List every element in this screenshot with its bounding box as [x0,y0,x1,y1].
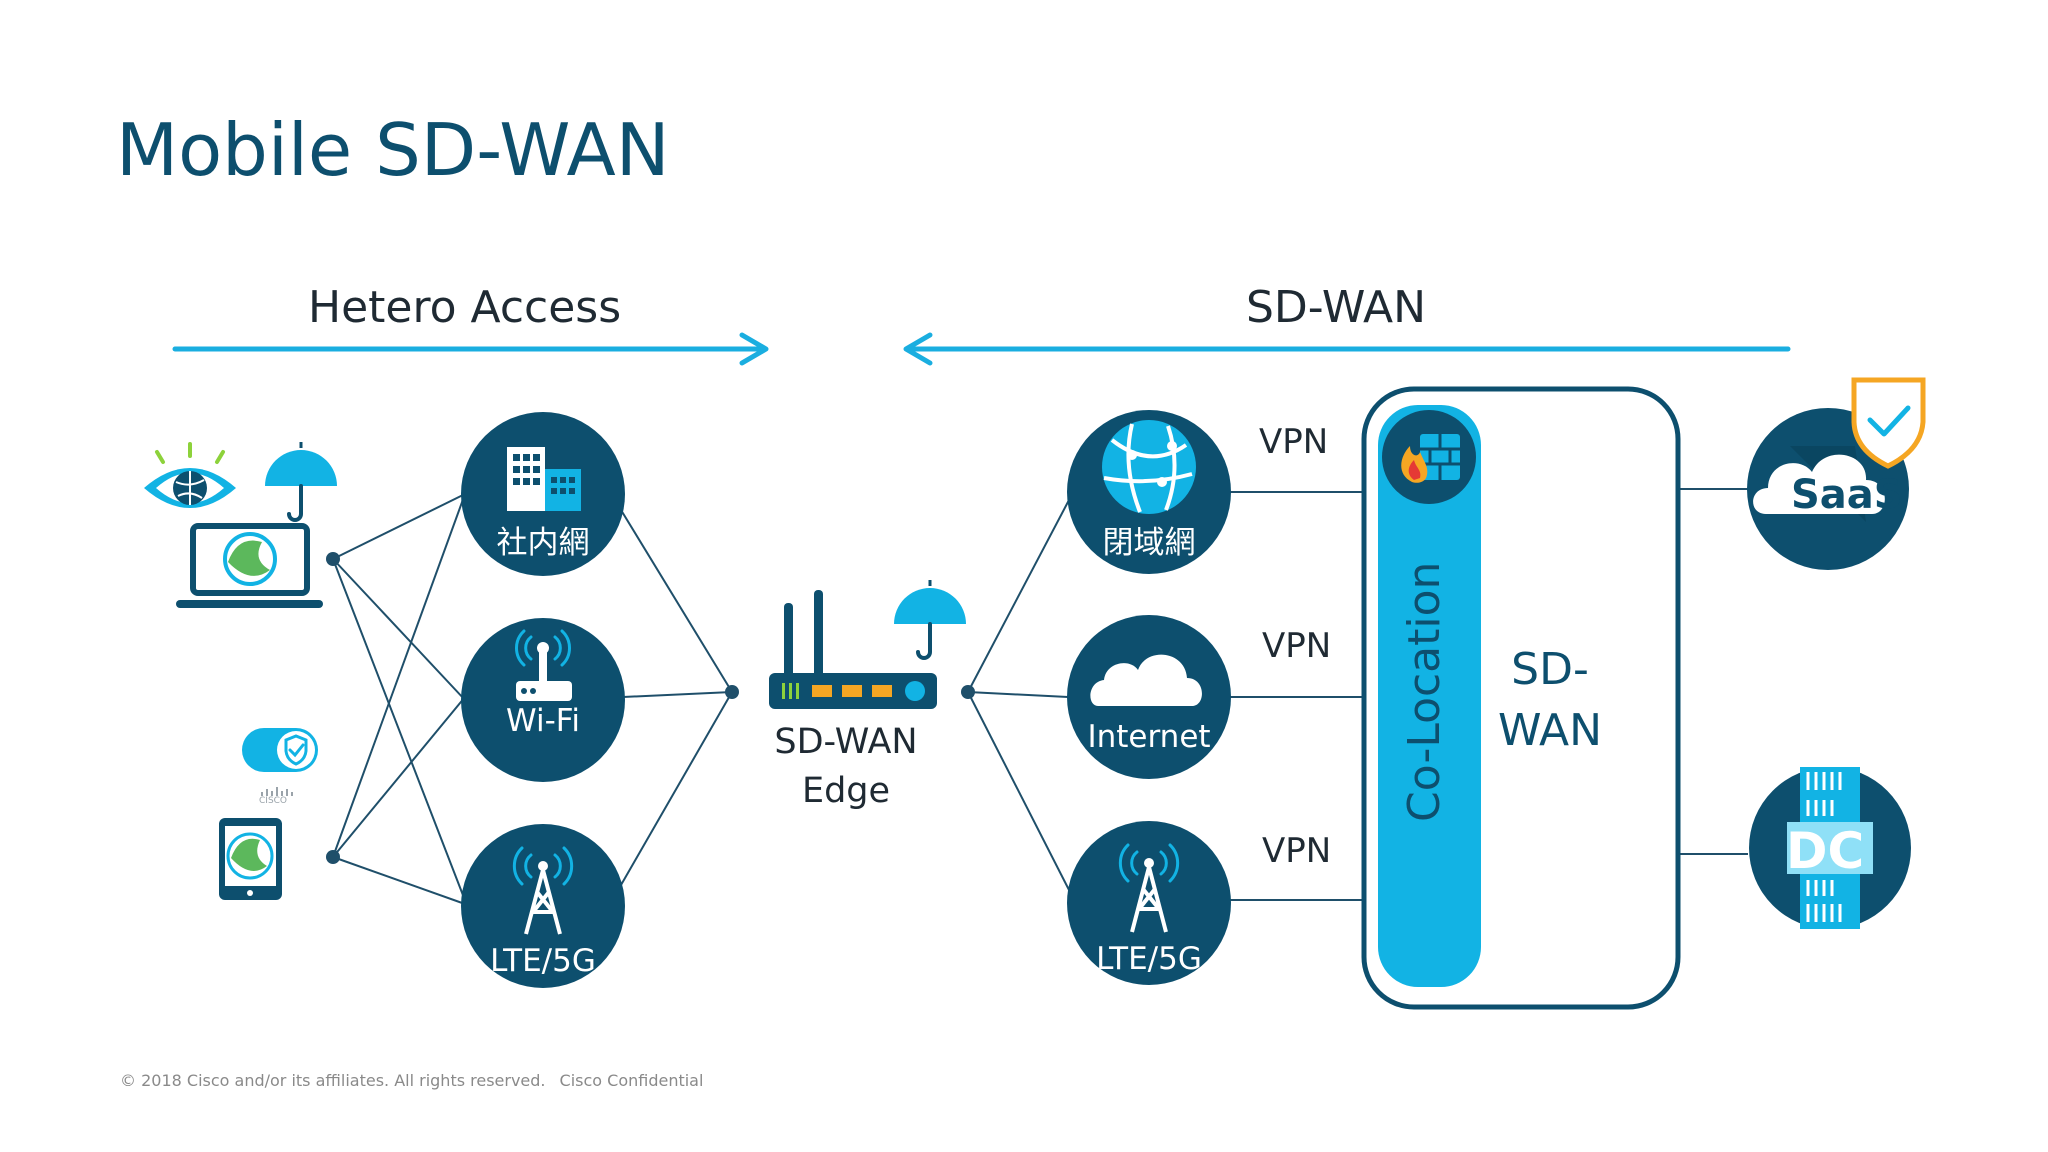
edge-router-label-line2: Edge [801,771,891,811]
colocation-sdwan-label: SD-WAN [1497,644,1603,756]
transport-node-closed-network [1067,410,1231,574]
office-building-icon [507,447,581,511]
cell-tower-icon [512,846,574,935]
wifi-router-icon [514,629,572,667]
confidential-text: Cisco Confidential [559,1071,704,1090]
firewall-icon [1401,434,1460,483]
destination-saas [1747,377,1926,570]
access-node-intranet [461,412,625,576]
dc-label: DC [1786,822,1865,880]
cloud-icon [1090,654,1202,706]
tunnel-label-vpn-1: VPN [1259,422,1329,462]
transport-label-lte: LTE/5G [1096,941,1202,977]
copyright-text: © 2018 Cisco and/or its affiliates. All … [120,1071,546,1090]
edge-router-label: SD-WAN Edge [746,718,946,816]
tablet-icon [219,818,282,900]
sdwan-arrow [903,332,1791,366]
junction-dots [326,552,975,864]
hetero-access-arrow [172,332,769,366]
brand-caption: CISCO [259,796,288,806]
section-label-hetero-access: Hetero Access [308,282,622,333]
colocation-box [1361,386,1681,1010]
access-node-wifi [461,618,625,782]
datacenter-icon [1787,767,1873,929]
edge-router-label-line1: SD-WAN [774,722,918,762]
shield-toggle-icon [242,728,318,772]
saas-label: SaaS [1791,472,1903,518]
access-label-wifi: Wi-Fi [506,703,580,739]
access-label-intranet: 社内網 [496,525,590,561]
cisco-bars-icon [261,787,293,796]
laptop-icon [176,523,323,608]
umbrella-icon [894,580,966,660]
saas-cloud-icon [1753,454,1885,514]
destination-dc [1749,767,1911,929]
footer: © 2018 Cisco and/or its affiliates. All … [120,1073,717,1089]
transport-node-lte [1067,821,1231,985]
tunnel-label-vpn-3: VPN [1262,831,1332,871]
router-icon [769,590,937,709]
umbrella-icon [265,442,337,522]
transport-label-internet: Internet [1087,719,1211,755]
transport-label-closed-network: 閉域網 [1102,525,1196,561]
shield-check-icon [1851,377,1926,469]
connection-lines [332,488,1748,905]
access-node-lte [461,824,625,988]
page-title: Mobile SD-WAN [116,108,670,192]
section-label-sdwan: SD-WAN [1246,282,1427,333]
colocation-label: Co-Location [1399,561,1450,822]
access-label-lte: LTE/5G [490,943,596,979]
tunnel-label-vpn-2: VPN [1262,626,1332,666]
cell-tower-icon [1118,843,1180,933]
globe-icon [1102,420,1196,514]
eye-icon [144,442,236,508]
transport-node-internet [1067,615,1231,779]
